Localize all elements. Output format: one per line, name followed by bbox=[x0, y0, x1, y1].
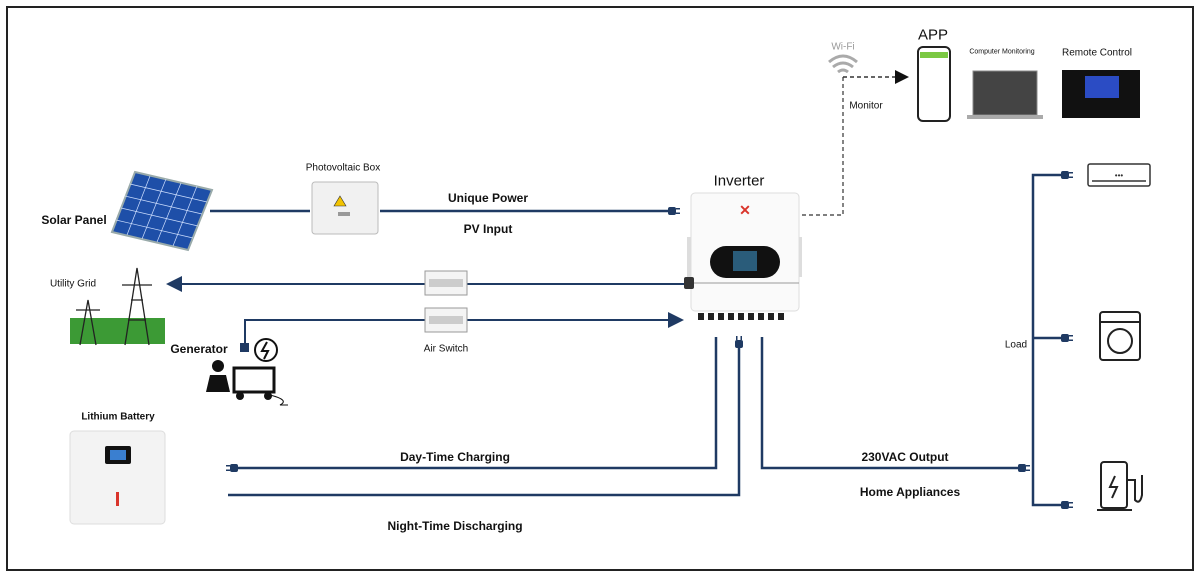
air-switch-icon bbox=[424, 307, 468, 333]
frame bbox=[6, 6, 1194, 571]
wifi-label: Wi-Fi bbox=[831, 41, 855, 53]
svg-text:✕: ✕ bbox=[739, 202, 751, 218]
plug-icon bbox=[226, 464, 238, 472]
solar-panel-icon bbox=[110, 170, 214, 252]
day-charging-label: Day-Time Charging bbox=[400, 450, 510, 464]
plug-icon bbox=[1061, 334, 1073, 342]
inverter-icon: ✕ bbox=[684, 192, 802, 320]
air-conditioner-icon: ••• bbox=[1087, 163, 1151, 187]
power-tower-icon bbox=[70, 267, 165, 346]
generator-icon bbox=[206, 338, 288, 406]
smartphone-icon bbox=[917, 46, 951, 122]
air-switch-icon bbox=[424, 270, 468, 296]
remote-control-icon bbox=[1062, 70, 1140, 118]
pv-box-icon bbox=[311, 181, 379, 235]
app-label: APP bbox=[917, 26, 949, 44]
computer-monitoring-label: Computer Monitoring bbox=[969, 48, 1035, 56]
plug-icon bbox=[668, 207, 680, 215]
solar-panel-label: Solar Panel bbox=[41, 213, 107, 227]
air-switch-label: Air Switch bbox=[423, 343, 469, 355]
plug-icon bbox=[1018, 464, 1030, 472]
plug-icon bbox=[1061, 501, 1073, 509]
wifi-icon bbox=[828, 54, 858, 74]
generator-label: Generator bbox=[170, 342, 228, 356]
lithium-battery-label: Lithium Battery bbox=[81, 411, 155, 423]
home-appliances-label: Home Appliances bbox=[859, 485, 961, 499]
monitor-label: Monitor bbox=[849, 100, 883, 112]
ac-output-label: 230VAC Output bbox=[861, 450, 949, 464]
pv-box-label: Photovoltaic Box bbox=[305, 162, 381, 174]
battery-icon bbox=[69, 430, 166, 525]
load-label: Load bbox=[1004, 339, 1028, 351]
plug-icon bbox=[735, 336, 743, 348]
remote-control-label: Remote Control bbox=[1061, 47, 1133, 59]
ev-charger-icon bbox=[1097, 461, 1143, 511]
utility-grid-label: Utility Grid bbox=[49, 278, 97, 290]
unique-power-label: Unique Power bbox=[447, 191, 529, 205]
washing-machine-icon bbox=[1099, 311, 1141, 361]
plug-icon bbox=[1061, 171, 1073, 179]
night-discharging-label: Night-Time Discharging bbox=[387, 519, 523, 533]
pv-input-label: PV Input bbox=[463, 222, 513, 236]
svg-text:•••: ••• bbox=[1115, 171, 1124, 180]
laptop-icon bbox=[967, 70, 1043, 119]
inverter-label: Inverter bbox=[713, 172, 765, 190]
